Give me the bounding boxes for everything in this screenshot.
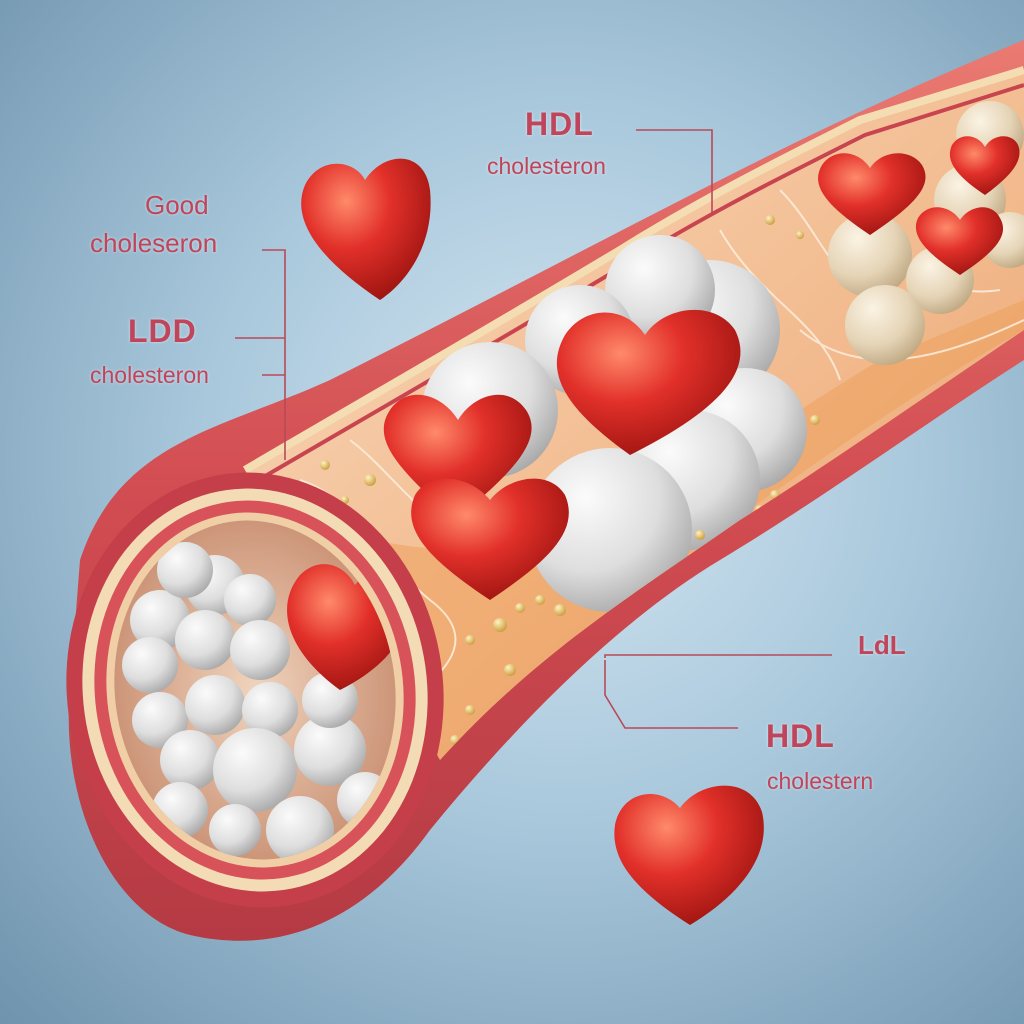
- artery-cut-rim: [242, 66, 1024, 474]
- label-ldl-right: LdL: [858, 630, 906, 660]
- heart-icon: [949, 136, 1020, 195]
- label-good: Good: [145, 190, 209, 220]
- heart-icon: [556, 309, 741, 455]
- lumen-plaque: [122, 542, 408, 864]
- heart-icon: [411, 478, 569, 600]
- label-ldd-title: LDD: [128, 313, 197, 349]
- label-ldd-subtitle: cholesteron: [90, 362, 209, 388]
- label-hdl-top-subtitle: cholesteron: [487, 153, 606, 179]
- label-hdl-bottom-subtitle: cholestern: [767, 768, 874, 794]
- heart-icon: [818, 153, 926, 235]
- heart-icon: [614, 785, 764, 925]
- leader-lines: [235, 129, 832, 729]
- label-hdl-bottom-title: HDL: [766, 718, 835, 754]
- label-good-choleseron: choleseron: [90, 228, 218, 258]
- heart-icon: [301, 158, 431, 300]
- heart-icon: [383, 394, 532, 520]
- heart-icon: [915, 207, 1004, 275]
- label-hdl-top-title: HDL: [525, 106, 594, 142]
